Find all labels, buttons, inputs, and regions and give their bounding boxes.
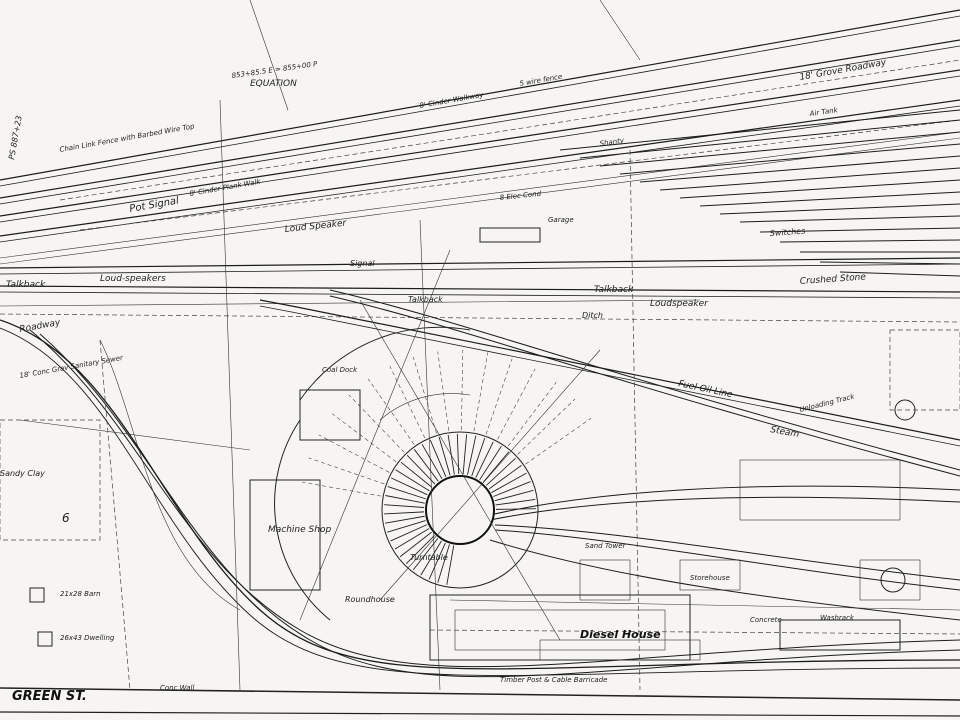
stall-track [491, 472, 527, 493]
roundhouse-stall [497, 368, 536, 440]
roundhouse-stall [525, 417, 592, 465]
signal-label: Signal [350, 259, 375, 268]
curving-leads [0, 319, 960, 678]
shanty-label: Shanty [599, 137, 625, 148]
roundhouse-stall [507, 382, 557, 447]
timber-post-label: Timber Post & Cable Barricade [500, 676, 607, 684]
green-st-label: GREEN ST. [12, 689, 87, 704]
stall-track [385, 495, 425, 504]
storehouse-label: Storehouse [690, 574, 730, 582]
roundhouse-stall [367, 378, 415, 445]
coal-dock-label: Coal Dock [322, 366, 358, 374]
stall-track [390, 477, 428, 496]
talkback-right-label: Talkback [594, 285, 634, 295]
parcel-number: 6 [62, 511, 70, 525]
roundhouse-stall [485, 358, 513, 435]
stall-track [429, 439, 447, 478]
loud-speakers-label: Loud-speakers [100, 274, 166, 284]
roundhouse-stall [318, 434, 390, 473]
concrete-label: Concrete [750, 616, 782, 624]
roundhouse-stall [517, 398, 576, 455]
stall-track [428, 542, 446, 580]
stall-track [479, 446, 502, 481]
buildings [0, 227, 960, 661]
conc-wall-label: Conc Wall [160, 684, 194, 692]
stall-track [387, 520, 426, 533]
main-tracks [0, 9, 960, 265]
stall-track [394, 528, 430, 550]
stall-track [390, 524, 428, 542]
stall-track [413, 449, 439, 482]
crushed-stone-label: Crushed Stone [800, 272, 867, 287]
washrack-label: Washrack [820, 614, 855, 622]
stall-track [421, 443, 443, 480]
ditch-label: Ditch [582, 311, 603, 320]
roundhouse-stall [348, 394, 405, 453]
roundhouse-stall [473, 352, 489, 432]
roundhouse-stall [302, 481, 382, 497]
stall-track [438, 436, 451, 476]
stall-track [446, 545, 455, 585]
stall-track [437, 544, 450, 583]
stall-track [399, 531, 432, 558]
survey-lines [19, 99, 641, 691]
roundhouse-stall [389, 366, 426, 439]
roundhouse-stall [308, 457, 385, 485]
turntable-roundhouse [274, 326, 592, 621]
classification-yard [559, 109, 960, 277]
switches-label: Switches [770, 227, 806, 238]
stall-track [387, 486, 426, 500]
talkback-mid-label: Talkback [408, 295, 443, 304]
stall-track [488, 464, 522, 490]
sandy-clay-label: Sandy Clay [0, 469, 45, 478]
equation-label: EQUATION [250, 79, 297, 89]
stall-track [486, 457, 516, 486]
stall-track [494, 489, 534, 502]
stall-track [475, 441, 494, 478]
stall-track [384, 504, 425, 508]
garage-label: Garage [548, 216, 574, 224]
roundhouse-stall [461, 350, 464, 431]
stall-track [493, 481, 531, 497]
roundhouse-stall [412, 356, 437, 434]
stall-track [462, 434, 468, 475]
sand-tower-label: Sand Tower [585, 542, 627, 550]
stall-track [482, 451, 510, 483]
stall-track [406, 455, 436, 485]
stall-track [405, 535, 435, 565]
through-tracks [0, 257, 960, 477]
stall-track [495, 508, 536, 510]
stall-track [420, 540, 442, 576]
diesel-house-label: Diesel House [580, 628, 661, 641]
stall-track [471, 437, 486, 477]
stall-track [384, 511, 425, 515]
stall-track [400, 461, 433, 488]
stall-track [385, 515, 425, 524]
stall-track [495, 498, 536, 506]
turntable-stalls [302, 350, 592, 585]
dwelling-label: 26x43 Dwelling [60, 634, 115, 642]
roundhouse-label: Roundhouse [345, 595, 395, 604]
machine-shop-label: Machine Shop [268, 525, 331, 535]
stall-track [467, 435, 477, 475]
loud-speaker-right-label: Loudspeaker [650, 299, 709, 309]
stall-track [395, 469, 430, 492]
turntable-label: Turntable [410, 553, 448, 562]
roundhouse-stall [437, 351, 450, 431]
talkback-left-label: Talkback [6, 280, 46, 290]
barn-label: 21x28 Barn [60, 590, 101, 598]
roundhouse-stall [332, 413, 397, 463]
